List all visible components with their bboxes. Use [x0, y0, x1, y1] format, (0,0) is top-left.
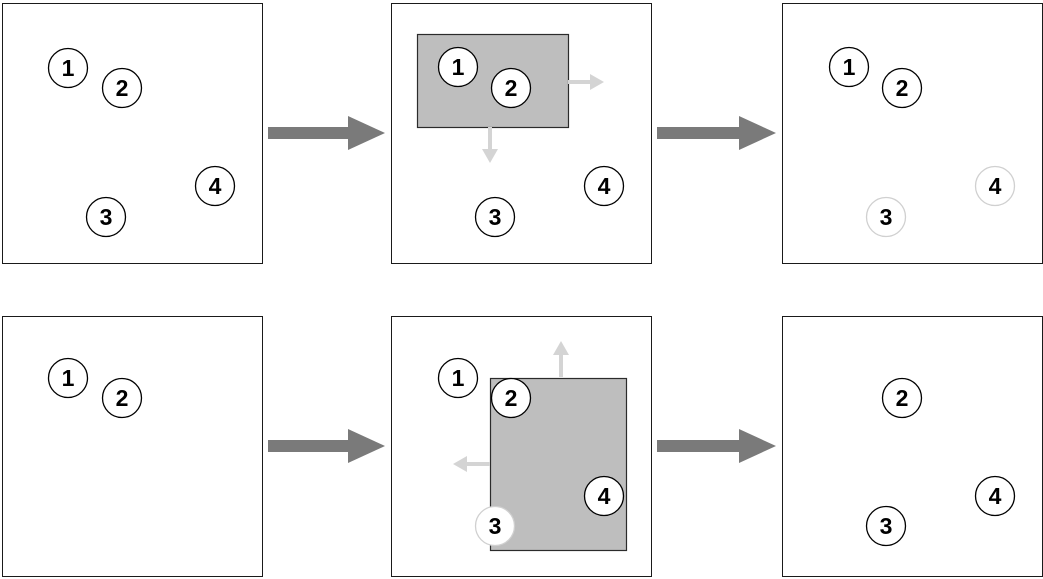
node-circle: [474, 505, 516, 547]
numbered-node: 4: [974, 475, 1016, 517]
numbered-node: 3: [474, 505, 516, 547]
node-label: 1: [62, 55, 75, 81]
node-label: 3: [100, 204, 113, 230]
panel-frame: [782, 316, 1043, 577]
numbered-node: 2: [101, 67, 143, 109]
node-circle: [101, 377, 143, 419]
node-circle: [437, 357, 479, 399]
diagram-panel: 12: [2, 316, 263, 577]
node-circle: [828, 46, 870, 88]
node-label: 4: [598, 483, 611, 509]
node-label: 3: [880, 513, 893, 539]
panel-frame: [2, 316, 263, 577]
node-circle: [490, 377, 532, 419]
numbered-node: 3: [474, 196, 516, 238]
resize-right-arrow-icon: [568, 74, 604, 90]
node-label: 3: [489, 513, 502, 539]
node-label: 3: [880, 204, 893, 230]
node-circle: [194, 165, 236, 207]
node-label: 1: [843, 54, 856, 80]
diagram-panel: 1 2 3 4: [391, 316, 652, 577]
node-circle: [974, 475, 1016, 517]
node-label: 4: [989, 173, 1002, 199]
numbered-node: 2: [490, 377, 532, 419]
numbered-node: 1: [47, 47, 89, 89]
numbered-node: 4: [974, 165, 1016, 207]
numbered-node: 1: [828, 46, 870, 88]
resize-left-arrow-icon: [453, 456, 490, 472]
flow-right-arrow-icon: [657, 116, 776, 150]
numbered-node: 4: [583, 475, 625, 517]
node-circle: [47, 47, 89, 89]
node-circle: [85, 196, 127, 238]
node-label: 4: [598, 173, 611, 199]
node-circle: [47, 357, 89, 399]
node-circle: [865, 196, 907, 238]
resize-up-arrow-icon: [553, 341, 569, 377]
numbered-node: 2: [490, 67, 532, 109]
numbered-node: 2: [881, 377, 923, 419]
node-label: 1: [452, 54, 465, 80]
node-label: 1: [452, 365, 465, 391]
node-circle: [881, 377, 923, 419]
numbered-node: 1: [47, 357, 89, 399]
numbered-node: 3: [865, 196, 907, 238]
node-label: 2: [896, 385, 909, 411]
flow-right-arrow-icon: [657, 429, 776, 463]
node-label: 2: [896, 75, 909, 101]
node-label: 2: [505, 385, 518, 411]
diagram-panel: 1 2 3 4: [391, 3, 652, 264]
node-label: 2: [505, 75, 518, 101]
numbered-node: 1: [437, 46, 479, 88]
numbered-node: 4: [583, 165, 625, 207]
node-label: 1: [62, 365, 75, 391]
flow-right-arrow-icon: [268, 116, 385, 150]
node-label: 4: [209, 173, 222, 199]
node-label: 2: [116, 385, 129, 411]
diagram-panel: 1 2 3 4: [2, 3, 263, 264]
node-circle: [583, 165, 625, 207]
resize-down-arrow-icon: [482, 127, 498, 163]
node-circle: [101, 67, 143, 109]
node-label: 4: [989, 483, 1002, 509]
node-circle: [583, 475, 625, 517]
numbered-node: 3: [85, 196, 127, 238]
node-circle: [865, 505, 907, 547]
flow-right-arrow-icon: [268, 429, 385, 463]
numbered-node: 2: [881, 67, 923, 109]
numbered-node: 4: [194, 165, 236, 207]
node-label: 3: [489, 204, 502, 230]
node-circle: [437, 46, 479, 88]
numbered-node: 1: [437, 357, 479, 399]
numbered-node: 3: [865, 505, 907, 547]
node-circle: [490, 67, 532, 109]
diagram-panel: 1 2 3 4: [782, 3, 1043, 264]
flow-row: 1 2 3 4 1 2 3 4 1 2 3 4: [2, 3, 1043, 264]
numbered-node: 2: [101, 377, 143, 419]
node-circle: [974, 165, 1016, 207]
panel-frame: [2, 3, 263, 264]
node-circle: [474, 196, 516, 238]
diagram-panel: 2 3 4: [782, 316, 1043, 577]
panel-frame: [782, 3, 1043, 264]
node-label: 2: [116, 75, 129, 101]
node-circle: [881, 67, 923, 109]
